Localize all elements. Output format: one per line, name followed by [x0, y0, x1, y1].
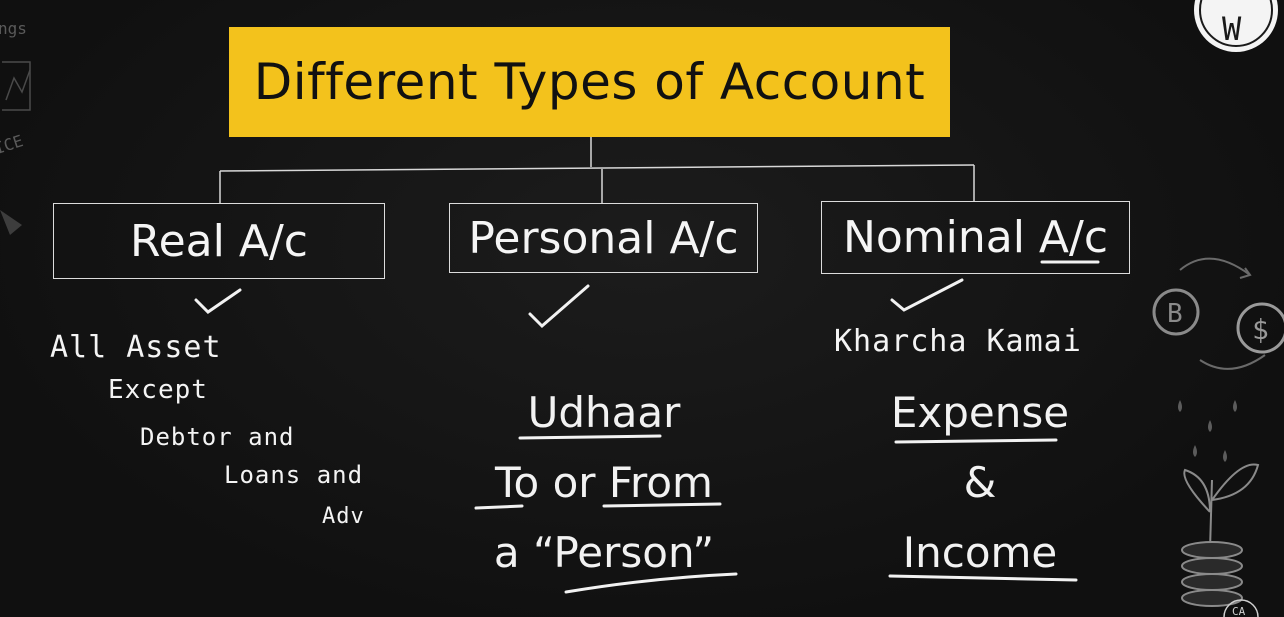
nominal-line-3: Income [902, 528, 1058, 577]
logo-letter: W [1222, 10, 1242, 48]
personal-check-icon [528, 284, 590, 329]
page-title: Different Types of Account [229, 27, 950, 137]
nominal-note: Kharcha Kamai [834, 324, 1082, 359]
income-underline [888, 574, 1078, 582]
bitcoin-icon: B [1152, 288, 1200, 336]
real-account-box: Real A/c [53, 203, 385, 279]
real-note-line-2: Except [108, 375, 208, 405]
real-note-line-3: Debtor and [140, 423, 295, 451]
personal-line-2: To or From [495, 458, 713, 507]
personal-account-box: Personal A/c [449, 203, 758, 273]
faded-chalk-fragments: ngs ICE [0, 19, 31, 235]
dollar-icon: $ [1236, 302, 1284, 354]
svg-text:ngs: ngs [0, 19, 27, 38]
pw-logo-icon: W [1194, 0, 1278, 52]
real-note-line-4: Loans and [224, 461, 364, 489]
personal-line-3: a “Person” [493, 528, 715, 577]
from-underline [602, 502, 722, 508]
svg-text:CA: CA [1232, 605, 1246, 617]
coin-stack-icon [1181, 541, 1243, 607]
person-underline [564, 572, 738, 594]
nominal-check-icon [890, 278, 964, 312]
droplets-icon [1178, 400, 1237, 462]
plant-icon [1183, 463, 1260, 551]
corner-ca-icon: CA [1223, 599, 1259, 617]
nominal-line-1: Expense [890, 388, 1070, 437]
svg-text:$: $ [1252, 313, 1269, 346]
svg-text:B: B [1167, 299, 1183, 329]
real-note-line-1: All Asset [50, 330, 222, 365]
nominal-line-2: & [963, 458, 997, 507]
expense-underline [894, 438, 1058, 444]
personal-line-1: Udhaar [527, 388, 681, 437]
decorative-finance-illustration: B $ [1152, 257, 1284, 607]
to-underline [474, 504, 524, 510]
udhaar-underline [518, 434, 662, 440]
real-note-line-5: Adv [322, 504, 365, 529]
nominal-account-box: Nominal A/c [821, 201, 1130, 274]
real-check-icon [194, 288, 242, 314]
